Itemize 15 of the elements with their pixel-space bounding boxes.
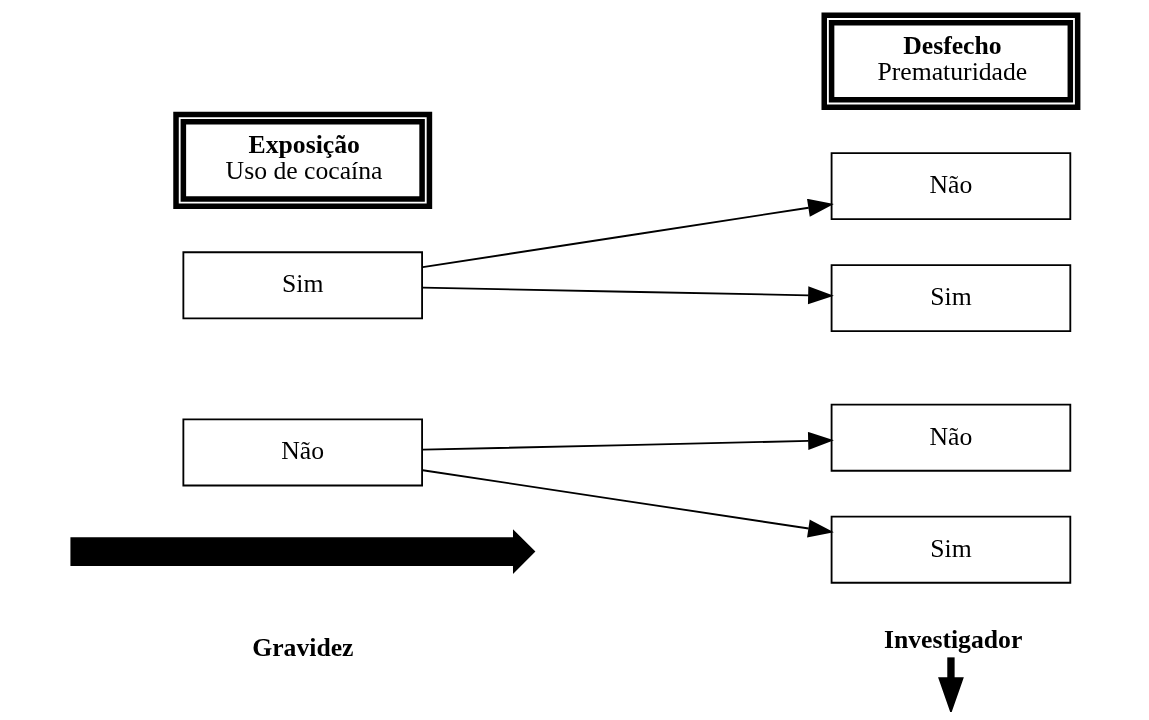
node-box: Sim xyxy=(182,251,423,320)
node-box: Não xyxy=(830,152,1072,221)
node-box: Não xyxy=(182,418,423,487)
arrow xyxy=(421,431,834,451)
node-box: Sim xyxy=(830,264,1072,333)
node-box: Sim xyxy=(830,515,1072,584)
arrow xyxy=(421,286,834,305)
node-box: Desfecho Prematuridade xyxy=(821,12,1081,110)
node-box: Não xyxy=(830,403,1072,472)
node-arrow xyxy=(70,529,536,574)
arrow xyxy=(421,198,834,269)
node-label: Gravidez xyxy=(252,632,354,662)
node-text: Investigador xyxy=(883,625,1023,655)
node-box: Exposição Uso de cocaína xyxy=(173,111,433,210)
arrow xyxy=(421,469,834,538)
